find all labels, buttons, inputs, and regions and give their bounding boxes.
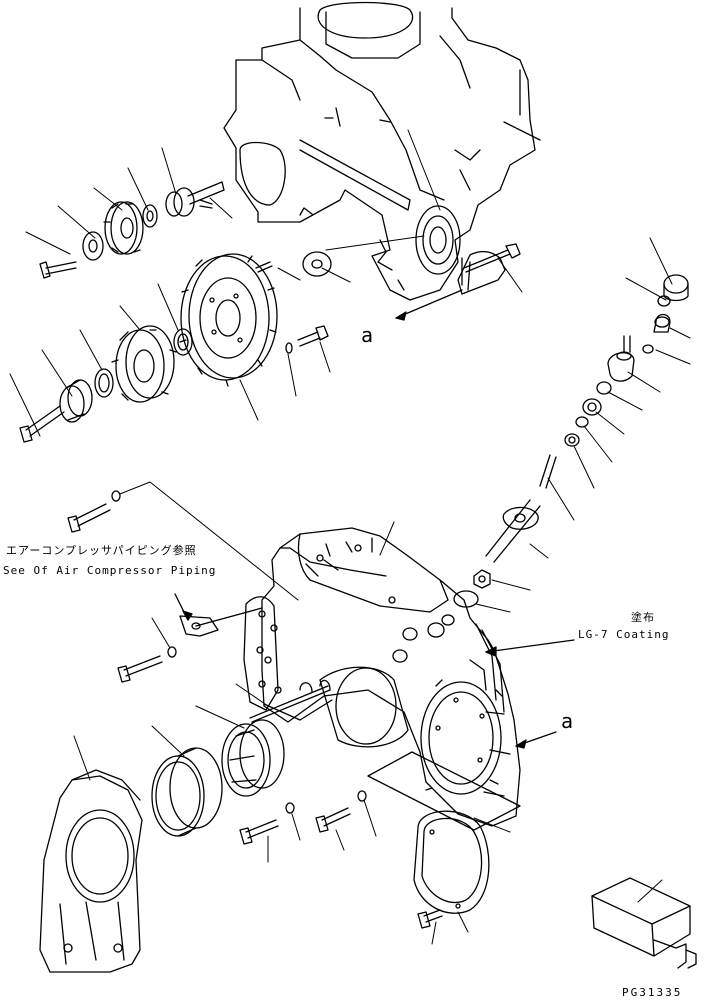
air-compressor-note-english: See Of Air Compressor Piping xyxy=(3,564,217,577)
bottom-bolts xyxy=(240,791,366,844)
block-bolt xyxy=(464,244,520,272)
coating-note-english: LG-7 Coating xyxy=(578,628,670,641)
idler-stack-upper xyxy=(40,182,224,278)
front-gear-case xyxy=(262,528,520,826)
leader-lines-lower xyxy=(74,522,662,944)
oil-filler-assembly xyxy=(454,275,688,607)
coating-arrow xyxy=(486,640,574,656)
block-oil-seal xyxy=(416,206,460,274)
service-tool xyxy=(592,878,696,968)
callout-a-upper: a xyxy=(361,323,374,347)
engine-block xyxy=(224,3,540,301)
top-bolt xyxy=(68,482,298,600)
guide-rod xyxy=(250,686,330,722)
leader-lines-right xyxy=(476,238,690,612)
clamp-bolt xyxy=(118,647,176,682)
coating-note-japanese: 塗布 xyxy=(631,611,655,624)
arrow-a-upper xyxy=(396,290,462,320)
idler-stack-lower xyxy=(20,326,192,442)
leader-lines xyxy=(10,130,522,436)
bottom-cover xyxy=(414,811,489,928)
air-compressor-note-japanese: エアーコンプレッサパイピング参照 xyxy=(6,544,197,557)
wear-sleeve xyxy=(152,748,222,836)
front-seal xyxy=(222,720,284,796)
arrow-a-lower xyxy=(516,732,556,748)
case-gasket xyxy=(244,597,278,710)
callout-a-lower: a xyxy=(561,709,574,733)
drawing-code: PG31335 xyxy=(622,986,683,999)
pipe-clamp xyxy=(175,594,262,636)
thrust-washer xyxy=(303,252,331,276)
block-bracket xyxy=(458,252,505,294)
cam-gear xyxy=(180,254,328,386)
front-support xyxy=(40,770,142,972)
